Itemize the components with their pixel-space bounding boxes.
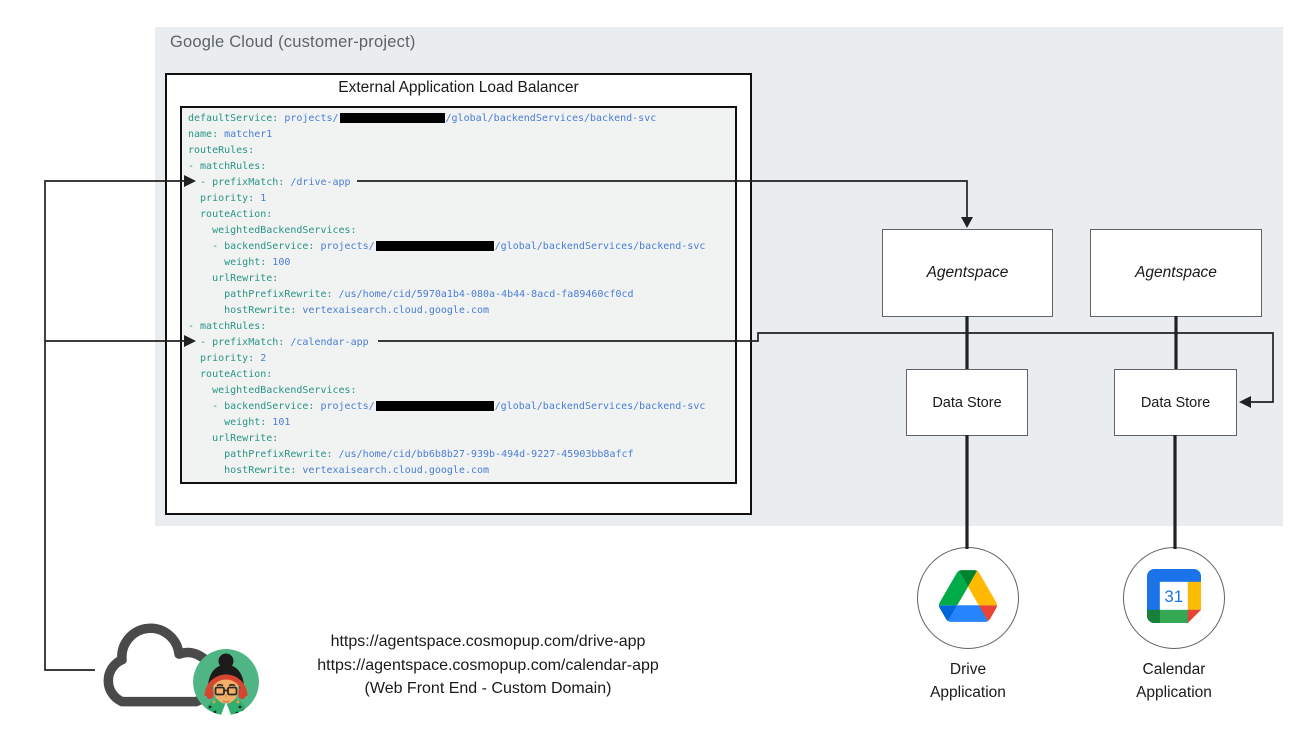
agentspace-label: Agentspace	[1135, 264, 1217, 281]
load-balancer-title: External Application Load Balancer	[338, 79, 579, 96]
google-drive-icon	[939, 569, 997, 627]
datastore-label: Data Store	[932, 394, 1002, 411]
url-map-yaml-code: defaultService: projects//global/backend…	[180, 106, 737, 484]
frontend-caption: (Web Front End - Custom Domain)	[364, 680, 612, 697]
drive-app-circle	[917, 547, 1019, 649]
frontend-urls: https://agentspace.cosmopup.com/drive-ap…	[268, 630, 708, 701]
datastore-label: Data Store	[1140, 394, 1211, 411]
agentspace-label: Agentspace	[926, 264, 1009, 281]
google-cloud-container-label: Google Cloud (customer-project)	[170, 33, 416, 51]
datastore-box-calendar: Data Store	[1114, 369, 1237, 436]
agentspace-box-drive: Agentspace	[882, 229, 1053, 317]
google-calendar-icon: 31	[1147, 568, 1201, 628]
svg-text:31: 31	[1164, 586, 1183, 605]
frontend-url-calendar: https://agentspace.cosmopup.com/calendar…	[317, 656, 659, 674]
calendar-app-circle: 31	[1123, 547, 1225, 649]
datastore-box-drive: Data Store	[906, 369, 1028, 436]
frontend-url-drive: https://agentspace.cosmopup.com/drive-ap…	[330, 633, 646, 650]
user-avatar	[193, 649, 259, 720]
agentspace-box-calendar: Agentspace	[1090, 229, 1262, 317]
calendar-app-label: Calendar Application	[1136, 661, 1212, 701]
drive-app-label: Drive Application	[930, 661, 1006, 701]
